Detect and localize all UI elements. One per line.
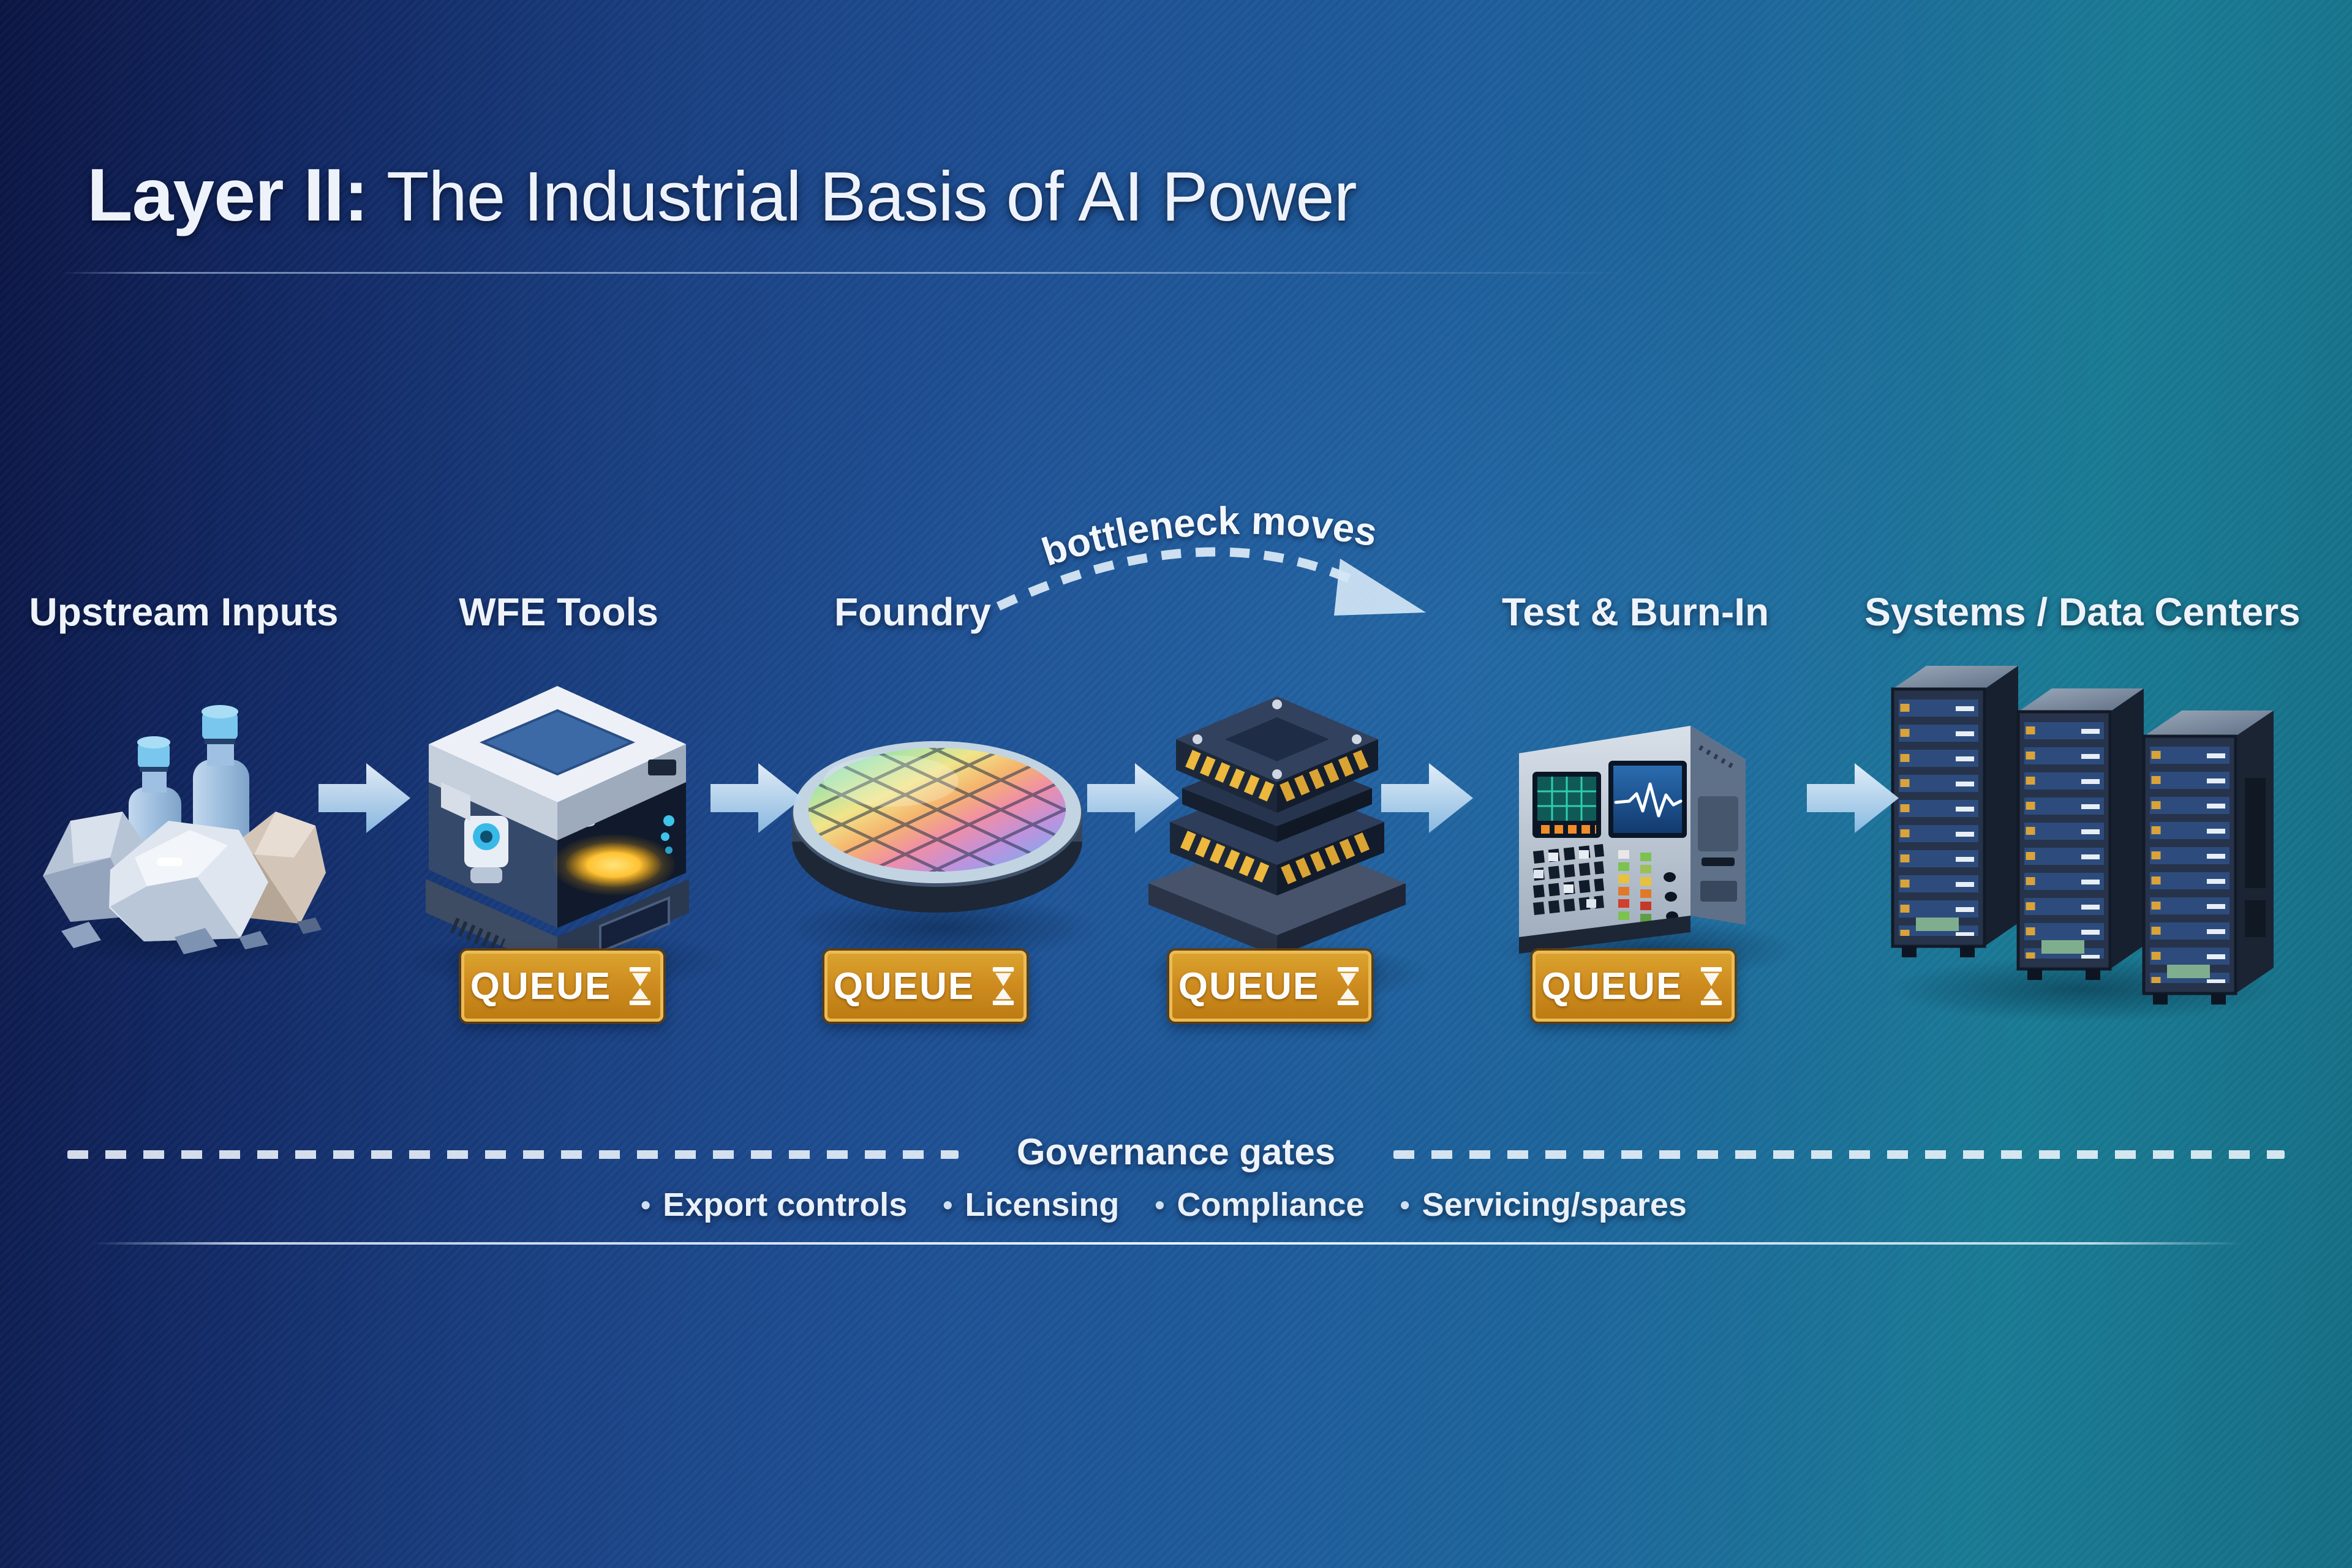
tester-led-strips [1618,850,1651,922]
queue-badge-packaging: QUEUE [1169,951,1371,1022]
flow-arrow-icon [1807,763,1899,833]
page-title: Layer II: The Industrial Basis of AI Pow… [87,152,1357,238]
bottleneck-label: bottleneck moves [1036,499,1380,575]
packaged-chip-stack-icon [1148,696,1406,957]
hourglass-icon [1338,967,1359,1005]
title-underline [61,272,1629,274]
wfe-litho-machine-icon [426,686,689,971]
governance-item: • Export controls [641,1186,907,1224]
tester-waveform-screen [1608,761,1687,838]
stage-label-systems-data-centers: Systems / Data Centers [1864,590,2301,634]
server-rack [2142,710,2274,1005]
raw-materials-icon [43,705,326,954]
stage-label-wfe-tools: WFE Tools [459,590,658,634]
governance-items: • Export controls • Licensing • Complian… [641,1186,1687,1224]
bottleneck-arrow-icon: bottleneck moves [996,499,1426,616]
queue-label: QUEUE [1178,965,1320,1008]
rocks-icon [43,812,326,954]
flow-arrow-icon [710,763,802,833]
governance-item-label: Servicing/spares [1422,1186,1687,1223]
hourglass-icon [993,967,1014,1005]
bullet-icon: • [641,1189,651,1221]
governance-item-label: Licensing [965,1186,1120,1223]
governance-item: • Servicing/spares [1400,1186,1687,1224]
queue-label: QUEUE [1541,965,1683,1008]
bullet-icon: • [1155,1189,1165,1221]
governance-item-label: Compliance [1177,1186,1365,1223]
queue-label: QUEUE [833,965,975,1008]
divider-line [92,1242,2242,1245]
server-racks-icon [1891,666,2274,1005]
flow-arrow-icon [1087,763,1179,833]
stage-label-foundry: Foundry [834,590,991,634]
server-rack [1891,666,2018,957]
title-prefix: Layer II: [87,153,369,236]
stage-label-upstream-inputs: Upstream Inputs [29,590,339,634]
queue-badge-wfe: QUEUE [461,951,663,1022]
stage-label-test-burn-in: Test & Burn-In [1501,590,1770,634]
governance-dashed-line-left [67,1150,959,1159]
tester-keyboard [1532,844,1605,915]
queue-badge-foundry: QUEUE [824,951,1027,1022]
flow-arrow-icon [1381,763,1473,833]
governance-item: • Compliance [1155,1186,1364,1224]
queue-label: QUEUE [470,965,612,1008]
queue-badge-test: QUEUE [1532,951,1735,1022]
governance-dashed-line-right [1393,1150,2285,1159]
flow-arrow-icon [318,763,410,833]
wafer-robot-icon [464,816,508,883]
governance-item-label: Export controls [663,1186,908,1223]
bullet-icon: • [1400,1189,1410,1221]
hourglass-icon [630,967,651,1005]
tester-left-screen [1532,772,1601,838]
hourglass-icon [1701,967,1722,1005]
svg-text:bottleneck moves: bottleneck moves [1036,499,1380,575]
governance-title: Governance gates [1016,1131,1336,1172]
silicon-wafer-icon [792,741,1082,913]
title-rest: The Industrial Basis of AI Power [386,158,1357,236]
test-equipment-icon [1519,726,1746,954]
server-rack [2016,688,2144,980]
bullet-icon: • [943,1189,953,1221]
governance-item: • Licensing [943,1186,1119,1224]
